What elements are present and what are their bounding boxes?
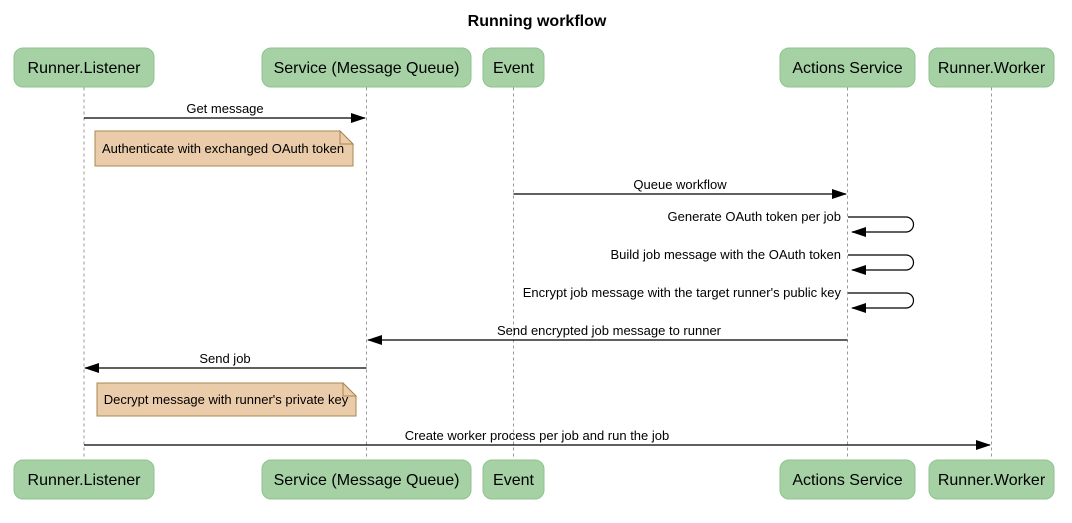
message-label: Send encrypted job message to runner	[497, 323, 722, 338]
message-label: Queue workflow	[633, 177, 727, 192]
note-label: Decrypt message with runner's private ke…	[104, 392, 349, 407]
actor-label: Runner.Worker	[938, 472, 1046, 489]
actor-box	[482, 459, 545, 500]
message-encrypt-job-message: Encrypt job message with the target runn…	[523, 285, 915, 313]
actor-box	[779, 459, 916, 500]
message-queue-workflow: Queue workflow	[513, 177, 847, 199]
actor-label: Actions Service	[792, 472, 902, 489]
note-fold-icon	[342, 381, 358, 397]
actor-box	[482, 47, 545, 88]
message-label: Get message	[186, 101, 263, 116]
actor-label: Service (Message Queue)	[274, 472, 460, 489]
participant-bottom-actions-service: Actions Service	[779, 459, 916, 500]
self-message-arrow	[848, 216, 915, 237]
participant-top-runner-worker: Runner.Worker	[928, 47, 1055, 88]
message-send-job: Send job	[84, 351, 367, 373]
actor-label: Actions Service	[792, 60, 902, 77]
note-decrypt: Decrypt message with runner's private ke…	[96, 381, 358, 417]
self-message-arrow	[848, 292, 915, 313]
message-label: Encrypt job message with the target runn…	[523, 285, 842, 300]
note-fold-icon	[339, 129, 355, 145]
message-create-worker-process: Create worker process per job and run th…	[84, 428, 991, 450]
message-generate-oauth-token: Generate OAuth token per job	[668, 209, 915, 237]
actor-box	[13, 459, 155, 500]
note-authenticate: Authenticate with exchanged OAuth token	[94, 129, 355, 167]
actor-label: Runner.Worker	[938, 60, 1046, 77]
actor-label: Service (Message Queue)	[274, 60, 460, 77]
participant-bottom-runner-worker: Runner.Worker	[928, 459, 1055, 500]
message-label: Send job	[199, 351, 250, 366]
participant-top-service-message-queue: Service (Message Queue)	[261, 47, 472, 88]
participant-top-event: Event	[482, 47, 545, 88]
note-shape	[94, 130, 354, 167]
message-get-message: Get message	[84, 101, 366, 123]
diagram-title: Running workflow	[468, 13, 607, 30]
message-label: Generate OAuth token per job	[668, 209, 841, 224]
actor-box	[928, 459, 1055, 500]
message-build-job-message: Build job message with the OAuth token	[610, 247, 915, 275]
actor-box	[779, 47, 916, 88]
actor-box	[928, 47, 1055, 88]
actor-label: Runner.Listener	[28, 60, 142, 77]
message-label: Create worker process per job and run th…	[405, 428, 669, 443]
participant-bottom-service-message-queue: Service (Message Queue)	[261, 459, 472, 500]
actor-label: Event	[493, 60, 534, 77]
actor-box	[13, 47, 155, 88]
note-shape	[96, 382, 357, 417]
participant-bottom-runner-listener: Runner.Listener	[13, 459, 155, 500]
note-label: Authenticate with exchanged OAuth token	[102, 141, 344, 156]
participant-top-runner-listener: Runner.Listener	[13, 47, 155, 88]
actor-box	[261, 47, 472, 88]
actor-label: Runner.Listener	[28, 472, 142, 489]
participant-bottom-event: Event	[482, 459, 545, 500]
self-message-arrow	[848, 254, 915, 275]
message-send-encrypted-job: Send encrypted job message to runner	[367, 323, 848, 345]
participant-top-actions-service: Actions Service	[779, 47, 916, 88]
actor-box	[261, 459, 472, 500]
actor-label: Event	[493, 472, 534, 489]
message-label: Build job message with the OAuth token	[610, 247, 841, 262]
